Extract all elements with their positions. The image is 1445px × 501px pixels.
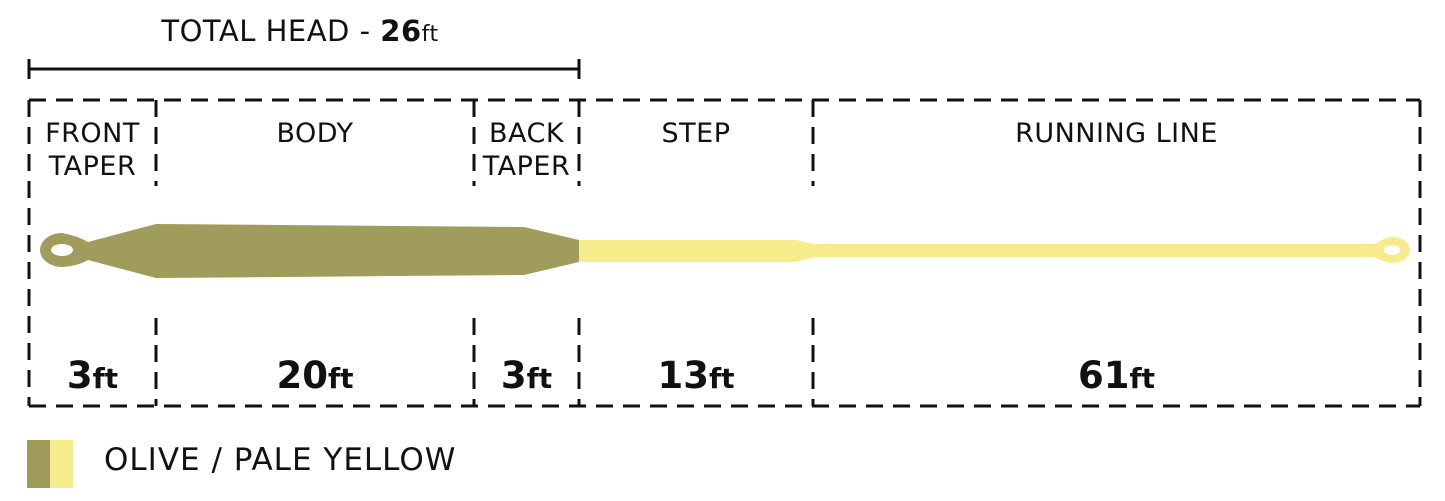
segment-label-running-line: RUNNING LINE: [1015, 118, 1218, 149]
segment-length-front-taper: 3ft: [66, 354, 119, 397]
total-head-bracket: [27, 59, 581, 79]
olive-head-shape: [40, 224, 579, 278]
segment-frame: [29, 98, 1420, 408]
rear-loop-hole: [1384, 245, 1400, 255]
legend-text: OLIVE / PALE YELLOW: [104, 442, 457, 478]
segment-label-step: STEP: [661, 118, 731, 149]
segment-length-step: 13ft: [657, 354, 735, 397]
segment-length-back-taper: 3ft: [500, 354, 553, 397]
legend-swatch-olive: [27, 440, 50, 488]
pale-yellow-line-shape: [579, 237, 1410, 263]
total-head-value: 26: [380, 14, 422, 48]
total-head-unit: ft: [421, 22, 439, 47]
segment-dividers: [27, 100, 1422, 406]
segment-label-body: BODY: [276, 118, 354, 149]
total-head-title: TOTAL HEAD - 26ft: [0, 14, 600, 48]
segment-label-back-taper: BACK TAPER: [482, 118, 571, 182]
segment-label-front-taper: FRONT TAPER: [45, 118, 140, 182]
segment-length-body: 20ft: [276, 354, 354, 397]
front-loop-hole: [51, 244, 73, 256]
total-head-label: TOTAL HEAD -: [161, 14, 381, 48]
segment-length-running-line: 61ft: [1077, 354, 1156, 397]
legend-swatch-pale-yellow: [50, 440, 73, 488]
